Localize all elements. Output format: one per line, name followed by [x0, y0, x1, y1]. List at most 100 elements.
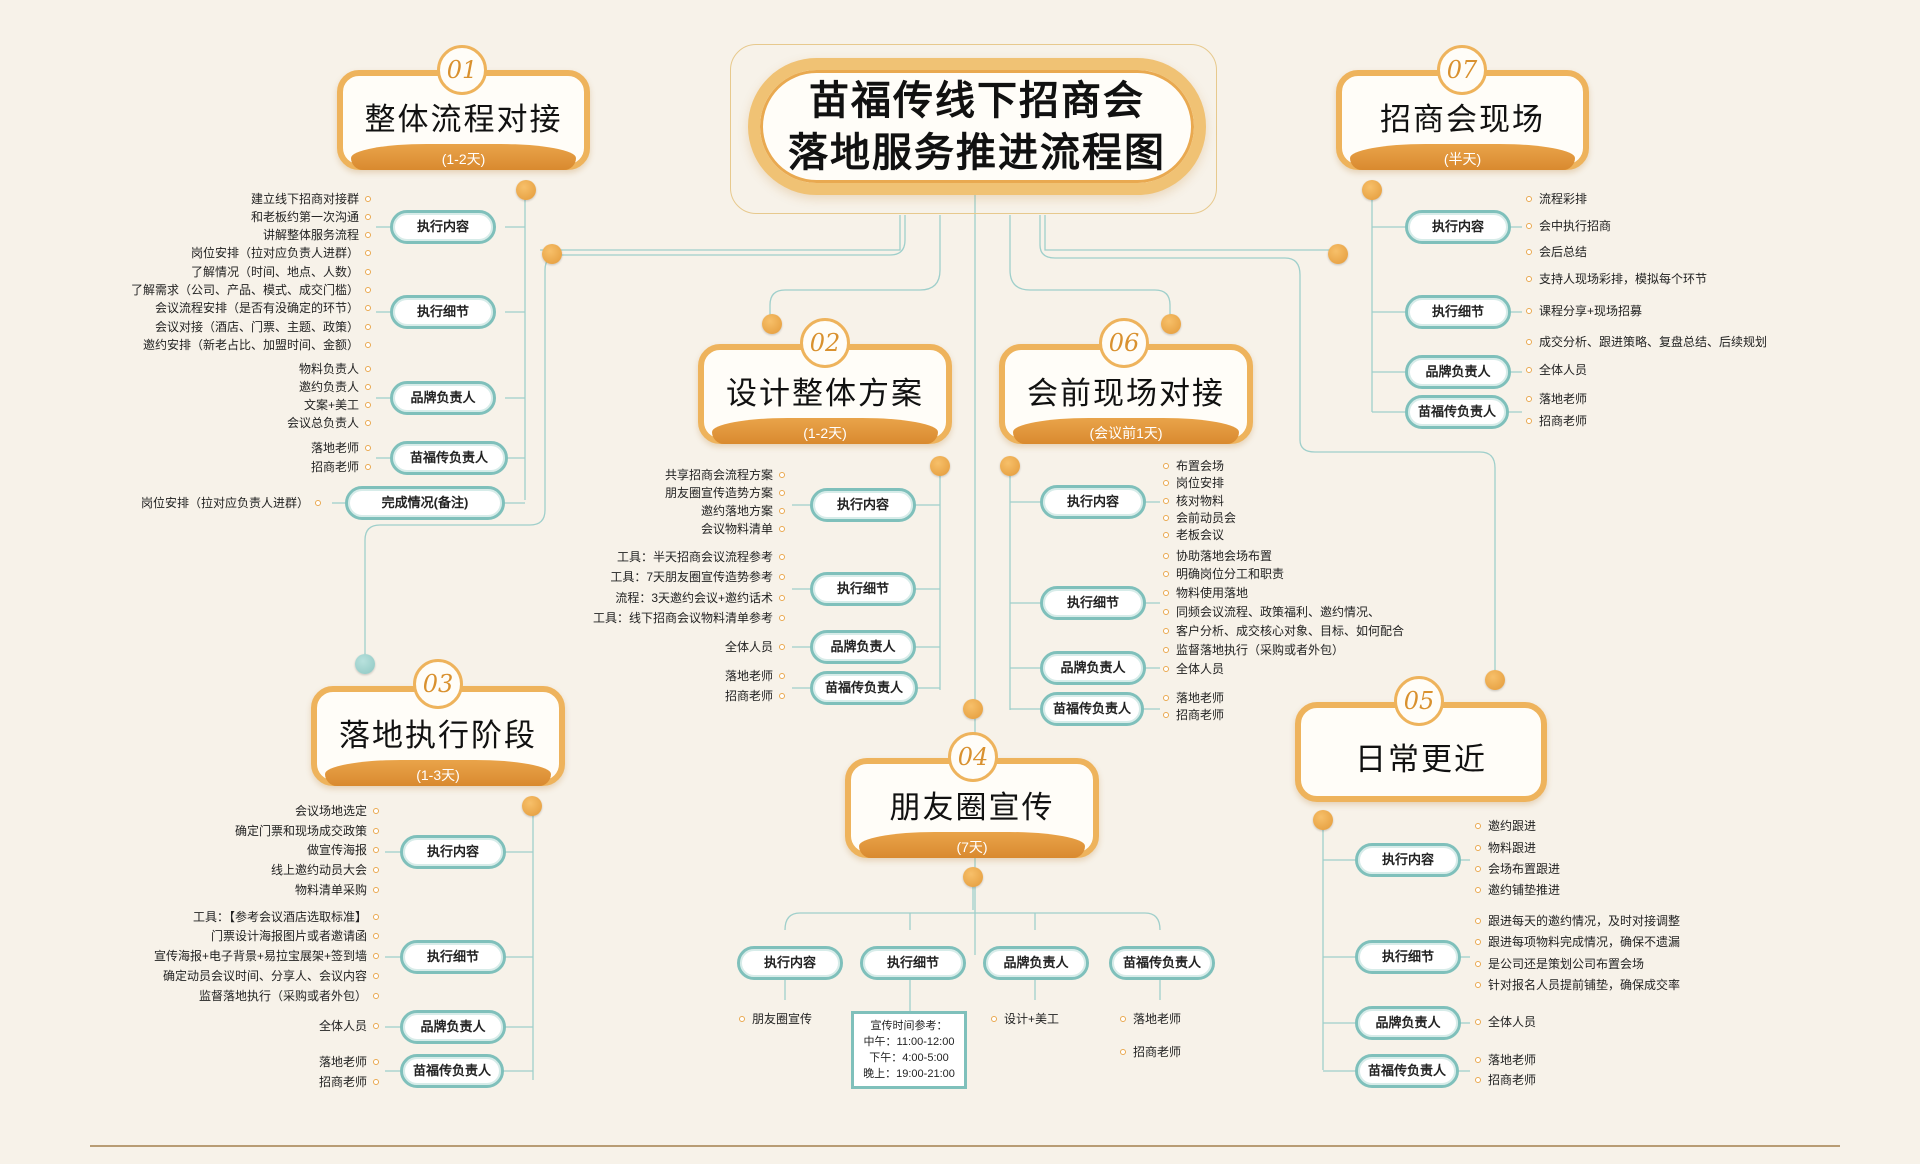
list-item: 做宣传海报 [306, 843, 367, 857]
bullet-marker [1163, 480, 1169, 486]
step-duration: (7天) [859, 832, 1085, 858]
list-item: 落地老师 [318, 1055, 367, 1069]
footer-divider [90, 1145, 1840, 1147]
bullet-marker [779, 490, 785, 496]
list-item: 邀约安排（新老占比、加盟时间、金额） [142, 338, 359, 352]
list-item: 会前动员会 [1176, 511, 1237, 525]
list-item: 物料使用落地 [1176, 586, 1249, 600]
bullet-marker [365, 324, 371, 330]
list-item: 监督落地执行（采购或者外包） [1176, 643, 1345, 657]
bullet-marker [991, 1016, 997, 1022]
list-item: 落地老师 [1488, 1053, 1537, 1067]
list-item: 会议总负责人 [286, 416, 359, 430]
list-item: 了解情况（时间、地点、人数） [190, 265, 359, 279]
bullet-marker [373, 828, 379, 834]
tag-brand-owner: 品牌负责人 [400, 1010, 506, 1044]
step-duration: (1-2天) [351, 144, 576, 170]
step-title: 设计整体方案 [726, 376, 924, 411]
bullet-marker [1526, 308, 1532, 314]
bullet-marker [1475, 982, 1481, 988]
bullet-marker [1475, 918, 1481, 924]
posting-time-title: 宣传时间参考： [870, 1020, 948, 1032]
posting-time-box: 宣传时间参考： 中午：11:00-12:00 下午：4:00-5:00 晚上：1… [851, 1011, 967, 1089]
tag-execution-content: 执行内容 [810, 488, 916, 522]
tag-execution-details: 执行细节 [400, 940, 506, 974]
step-number-04: 04 [948, 732, 998, 782]
bullet-marker [1526, 276, 1532, 282]
bullet-marker [1163, 515, 1169, 521]
list-item: 和老板约第一次沟通 [250, 210, 359, 224]
title-frame [730, 44, 1217, 214]
list-item: 了解需求（公司、产品、模式、成交门槛） [130, 283, 359, 297]
list-item: 监督落地执行（采购或者外包） [198, 989, 367, 1003]
bullet-marker [365, 287, 371, 293]
step-number-05: 05 [1394, 676, 1444, 726]
posting-time-noon: 中午：11:00-12:00 [863, 1036, 955, 1048]
bullet-marker [373, 887, 379, 893]
bullet-marker [365, 420, 371, 426]
list-item: 全体人员 [318, 1019, 367, 1033]
list-item: 会议场地选定 [294, 804, 367, 818]
step-number-01: 01 [437, 45, 487, 95]
tag-miaofuchuan-owner: 苗福传负责人 [390, 441, 508, 475]
tag-brand-owner: 品牌负责人 [810, 630, 916, 664]
list-item: 全体人员 [1539, 363, 1588, 377]
list-item: 针对报名人员提前铺垫，确保成交率 [1488, 978, 1681, 992]
list-item: 课程分享+现场招募 [1539, 304, 1643, 318]
tag-execution-details: 执行细节 [860, 946, 966, 980]
list-item: 跟进每天的邀约情况，及时对接调整 [1488, 914, 1681, 928]
connector-dot [1161, 314, 1181, 334]
bullet-marker [365, 445, 371, 451]
list-item: 物料负责人 [298, 362, 359, 376]
list-item: 文案+美工 [303, 398, 359, 412]
bullet-marker [373, 993, 379, 999]
bullet-marker [365, 269, 371, 275]
step-title: 日常更近 [1355, 742, 1487, 777]
list-item: 工具：半天招商会议流程参考 [616, 550, 773, 564]
tag-execution-content: 执行内容 [1405, 210, 1511, 244]
connector-dot [516, 180, 536, 200]
bullet-marker [1526, 418, 1532, 424]
bullet-marker [1163, 498, 1169, 504]
bullet-marker [373, 1079, 379, 1085]
list-item: 全体人员 [1488, 1015, 1537, 1029]
bullet-marker [373, 867, 379, 873]
bullet-marker [779, 508, 785, 514]
bullet-marker [1163, 532, 1169, 538]
step-number-03: 03 [413, 659, 463, 709]
tag-miaofuchuan-owner: 苗福传负责人 [400, 1054, 504, 1088]
list-item: 会议对接（酒店、门票、主题、政策） [154, 320, 359, 334]
step-title: 招商会现场 [1380, 102, 1545, 137]
bullet-marker [373, 1023, 379, 1029]
bullet-marker [315, 500, 321, 506]
tag-completion-status: 完成情况(备注) [345, 486, 505, 520]
list-item: 门票设计海报图片或者邀请函 [210, 929, 367, 943]
tag-execution-content: 执行内容 [390, 210, 496, 244]
connector-dot [1313, 810, 1333, 830]
tag-execution-details: 执行细节 [1405, 295, 1511, 329]
bullet-marker [779, 644, 785, 650]
tag-brand-owner: 品牌负责人 [1040, 651, 1146, 685]
bullet-marker [1526, 196, 1532, 202]
bullet-marker [1163, 666, 1169, 672]
connector-dot [762, 314, 782, 334]
connector-dot [1485, 670, 1505, 690]
bullet-marker [1163, 590, 1169, 596]
list-item: 落地老师 [1539, 392, 1588, 406]
list-item: 跟进每项物料完成情况，确保不遗漏 [1488, 935, 1681, 949]
bullet-marker [1526, 249, 1532, 255]
tag-execution-content: 执行内容 [737, 946, 843, 980]
bullet-marker [739, 1016, 745, 1022]
step-title: 会前现场对接 [1027, 376, 1225, 411]
bullet-marker [1475, 1019, 1481, 1025]
tag-brand-owner: 品牌负责人 [983, 946, 1089, 980]
tag-execution-details: 执行细节 [390, 295, 496, 329]
bullet-marker [779, 554, 785, 560]
tag-brand-owner: 品牌负责人 [1355, 1006, 1461, 1040]
bullet-marker [1475, 961, 1481, 967]
bullet-marker [373, 953, 379, 959]
bullet-marker [1526, 396, 1532, 402]
connector-dot [930, 456, 950, 476]
bullet-marker [373, 808, 379, 814]
title-line-2: 落地服务推进流程图 [788, 130, 1166, 175]
